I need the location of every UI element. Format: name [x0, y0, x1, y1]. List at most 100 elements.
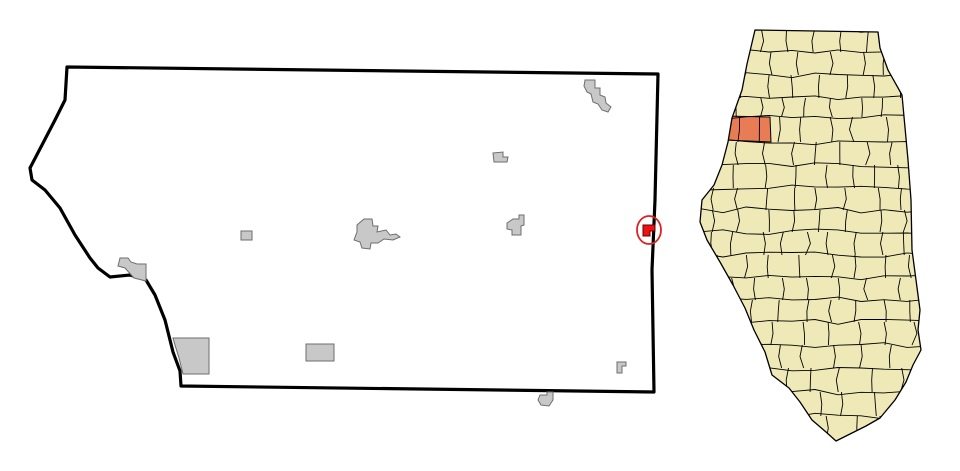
county-boundary-line — [777, 116, 781, 143]
county-boundary-line — [700, 206, 921, 214]
county-boundary-line — [849, 116, 855, 143]
county-boundary-line — [899, 187, 902, 211]
county-boundary-line — [728, 391, 731, 417]
county-boundary-line — [730, 231, 734, 256]
county-boundary-line — [700, 277, 701, 301]
county-boundary-line — [897, 277, 901, 301]
county-boundary-line — [878, 415, 883, 441]
county-boundary-line — [818, 74, 820, 99]
county-boundary-line — [811, 30, 815, 53]
county-boundary-line — [785, 30, 789, 53]
county-boundary-line — [714, 321, 718, 346]
county-boundary-line — [911, 321, 918, 346]
county-boundary-line — [793, 187, 796, 211]
town-east-central — [506, 214, 525, 236]
county-boundary-line — [813, 141, 817, 166]
county-boundary-line — [732, 344, 737, 369]
county-boundary-line — [759, 30, 765, 53]
county-boundary-line — [728, 299, 731, 323]
county-boundary-line — [914, 30, 920, 53]
county-boundary-line — [790, 74, 794, 99]
county-boundary-line — [825, 231, 829, 256]
county-boundary-line — [781, 277, 785, 301]
county-boundary-line — [700, 97, 703, 118]
county-boundary-line — [853, 299, 857, 323]
county-boundary-line — [829, 51, 834, 76]
county-boundary-line — [865, 141, 871, 166]
county-boundary-line — [734, 141, 739, 166]
county-boundary-line — [902, 231, 905, 256]
county-boundary-line — [853, 231, 857, 256]
county-boundary-line — [827, 321, 830, 346]
county-boundary-line — [866, 30, 869, 53]
county-boundary-line — [883, 299, 887, 323]
county-boundary-line — [862, 51, 866, 76]
county-boundary-line — [795, 51, 799, 76]
county-boundary-line — [734, 187, 739, 211]
town-north-central — [492, 151, 509, 163]
county-boundary-line — [814, 187, 818, 211]
county-boundary-line — [885, 116, 889, 143]
county-boundary-line — [740, 321, 744, 346]
county-boundary-line — [839, 30, 842, 53]
county-boundary-line — [830, 254, 836, 279]
county-boundary-line — [859, 344, 863, 369]
county-boundary-line — [805, 231, 811, 256]
county-boundary-line — [704, 74, 707, 99]
county-boundary-line — [833, 344, 836, 369]
town-northeast — [583, 79, 612, 113]
county-boundary-line — [778, 344, 783, 369]
county-outline — [28, 65, 660, 394]
county-boundary-line — [828, 299, 832, 323]
county-boundary-line — [708, 367, 712, 393]
county-boundary-line — [888, 30, 892, 53]
county-boundary-line — [817, 209, 821, 233]
county-boundary-line — [897, 164, 900, 189]
county-boundary-line — [736, 367, 741, 393]
county-boundary-line — [768, 51, 773, 76]
county-boundary-line — [700, 251, 921, 258]
county-boundary-line — [853, 254, 857, 279]
county-boundary-line — [845, 74, 849, 99]
county-boundary-line — [799, 344, 805, 369]
county-boundary-line — [922, 368, 927, 392]
county-boundary-line — [700, 184, 921, 191]
county-boundary-line — [819, 391, 823, 417]
county-boundary-line — [700, 391, 702, 417]
county-boundary-line — [842, 187, 847, 211]
county-boundary-line — [770, 321, 774, 346]
county-boundary-line — [806, 299, 810, 323]
county-boundary-line — [746, 415, 750, 441]
county-detail-map — [28, 65, 662, 407]
county-boundary-line — [852, 164, 855, 189]
county-boundary-line — [883, 321, 887, 346]
county-boundary-line — [758, 344, 762, 369]
county-boundary-line — [711, 209, 716, 233]
county-boundary-line — [907, 97, 910, 118]
county-boundary-line — [798, 254, 801, 279]
county-boundary-line — [837, 277, 841, 301]
county-boundary-line — [767, 74, 770, 99]
county-boundary-line — [744, 254, 749, 279]
county-boundary-line — [806, 277, 809, 301]
county-boundary-line — [902, 391, 907, 417]
county-boundary-line — [791, 209, 796, 233]
county-boundary-line — [766, 254, 769, 279]
county-boundary-line — [803, 415, 807, 441]
county-boundary-line — [773, 415, 775, 440]
county-boundary-line — [918, 164, 921, 189]
county-boundary-line — [829, 97, 833, 118]
town-west-central — [240, 230, 253, 241]
county-boundary-line — [844, 209, 848, 233]
county-boundary-line — [704, 299, 708, 323]
county-boundary-line — [840, 391, 844, 417]
county-boundary-line — [902, 209, 908, 233]
county-boundary-line — [791, 141, 795, 166]
county-boundary-line — [835, 367, 840, 393]
county-boundary-line — [889, 141, 893, 166]
county-boundary-line — [709, 30, 714, 53]
county-boundary-line — [907, 415, 911, 441]
illinois-state-border — [699, 29, 922, 442]
county-boundary-line — [874, 391, 877, 417]
county-boundary-line — [907, 254, 912, 279]
